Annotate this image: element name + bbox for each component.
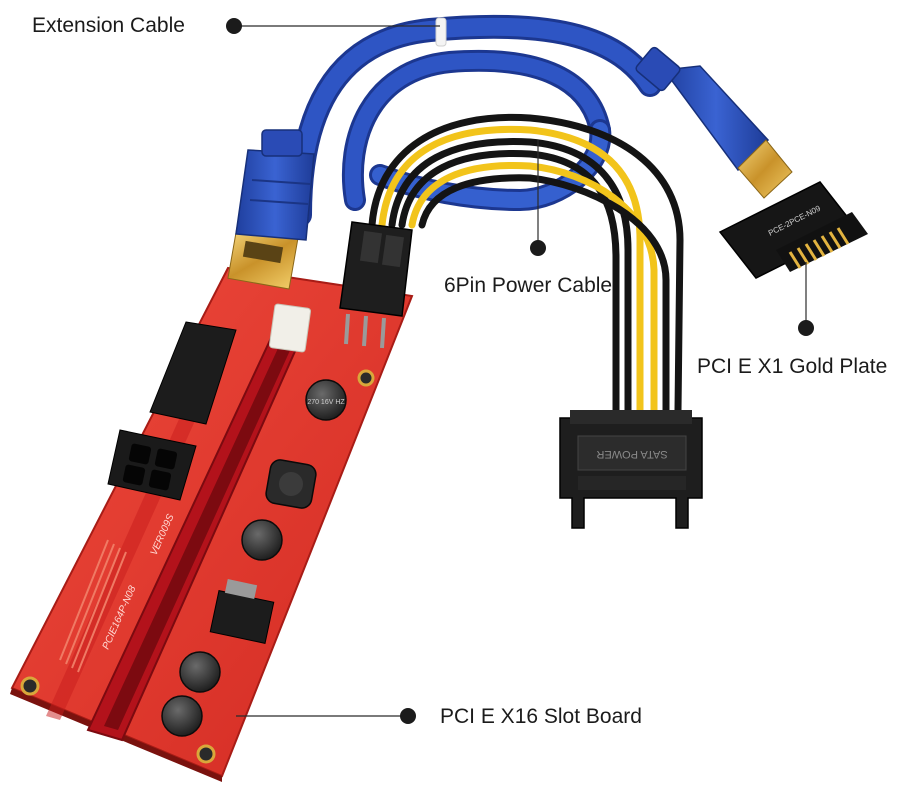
usb-plug-right [635,46,793,199]
usb-plug-left [235,129,315,241]
callout-marker-x1-icon [798,320,814,336]
board-edge-traces [59,539,127,673]
label-extension-cable: Extension Cable [32,14,185,37]
six-pin-plug [339,221,413,349]
x16-slot-board: 270 16V HZ VER009S PCIE164P-N08 [10,226,414,782]
power-cable-wires [368,113,684,414]
sata-marking: SATA POWER [596,448,667,460]
sata-power-connector: SATA POWER [559,410,703,529]
label-pcie-x1-gold-plate: PCI E X1 Gold Plate [697,355,888,378]
board-usb-port [227,226,299,290]
capacitors: 270 16V HZ [161,379,347,737]
label-pcie-x16-slot-board: PCI E X16 Slot Board [440,705,642,728]
x1-gold-plate-card: PCE-2PCE-N09 [718,181,868,279]
cap-marking-1: 270 16V HZ [307,399,345,406]
callout-marker-power-icon [530,240,546,256]
callouts [226,18,814,724]
label-6pin-power-cable: 6Pin Power Cable [444,274,613,297]
board-power-header [107,321,237,501]
callout-marker-x16-icon [400,708,416,724]
callout-marker-extension-icon [226,18,242,34]
